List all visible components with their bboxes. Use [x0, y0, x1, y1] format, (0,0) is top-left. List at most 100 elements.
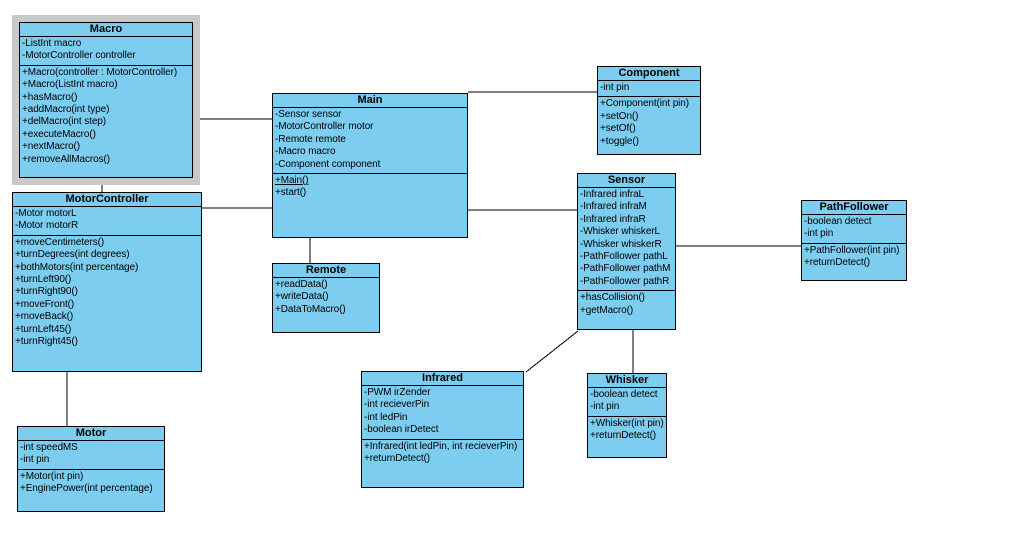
method-line: +EnginePower(int percentage): [20, 483, 153, 495]
method-line: +DataToMacro(): [275, 303, 346, 315]
attribute-line: -boolean irDetect: [364, 424, 439, 436]
method-line: +moveBack(): [15, 311, 74, 323]
class-whisker[interactable]: Whisker -boolean detect -int pin +Whiske…: [587, 373, 667, 458]
method-line: +returnDetect(): [804, 257, 871, 269]
method-line: +addMacro(int type): [22, 104, 110, 116]
class-motorcontroller[interactable]: MotorController -Motor motorL -Motor mot…: [12, 192, 202, 372]
method-line: +Whisker(int pin): [590, 417, 664, 429]
attributes-compartment: -int speedMS -int pin: [18, 441, 164, 470]
attribute-line: -MotorController motor: [275, 121, 374, 133]
method-line: +Macro(controller : MotorController): [22, 66, 178, 78]
attributes-compartment: -Infrared infraL -Infrared infraM -Infra…: [578, 188, 675, 292]
method-line: +hasMacro(): [22, 91, 78, 103]
attribute-line: -int pin: [590, 401, 620, 413]
attributes-compartment: -boolean detect -int pin: [588, 388, 666, 417]
class-remote[interactable]: Remote +readData() +writeData() +DataToM…: [272, 263, 380, 333]
class-motor[interactable]: Motor -int speedMS -int pin +Motor(int p…: [17, 426, 165, 512]
method-line: +returnDetect(): [590, 430, 657, 442]
class-component[interactable]: Component -int pin +Component(int pin) +…: [597, 66, 701, 155]
attribute-line: -Remote remote: [275, 133, 346, 145]
methods-compartment: +Component(int pin) +setOn() +setOf() +t…: [598, 97, 700, 154]
class-title: Whisker: [588, 374, 666, 388]
attribute-line: -int pin: [20, 454, 50, 466]
class-main[interactable]: Main -Sensor sensor -MotorController mot…: [272, 93, 468, 238]
method-line: +setOf(): [600, 123, 636, 135]
method-line: +PathFollower(int pin): [804, 244, 900, 256]
method-line: +bothMotors(int percentage): [15, 261, 139, 273]
attribute-line: -boolean detect: [804, 216, 872, 227]
attributes-compartment: -Motor motorL -Motor motorR: [13, 207, 201, 236]
class-title: Main: [273, 94, 467, 108]
class-title: Infrared: [362, 372, 523, 386]
attribute-line: -Motor motorL: [15, 208, 77, 219]
class-pathfollower[interactable]: PathFollower -boolean detect -int pin +P…: [801, 200, 907, 281]
attribute-line: -Infrared infraM: [580, 201, 647, 213]
method-line: +turnDegrees(int degrees): [15, 249, 130, 261]
methods-compartment: +readData() +writeData() +DataToMacro(): [273, 278, 379, 332]
methods-compartment: +hasCollision() +getMacro(): [578, 291, 675, 329]
methods-compartment: +Whisker(int pin) +returnDetect(): [588, 417, 666, 457]
class-title: MotorController: [13, 193, 201, 207]
attributes-compartment: -PWM irZender -int recieverPin -int ledP…: [362, 386, 523, 440]
method-line: +turnRight90(): [15, 286, 78, 298]
method-line: +moveCentimeters(): [15, 236, 105, 248]
methods-compartment: +Main() +start(): [273, 174, 467, 237]
attribute-line: -Sensor sensor: [275, 109, 342, 120]
methods-compartment: +PathFollower(int pin) +returnDetect(): [802, 244, 906, 280]
method-line: +delMacro(int step): [22, 116, 106, 128]
methods-compartment: +Infrared(int ledPin, int recieverPin) +…: [362, 440, 523, 487]
attribute-line: -Infrared infraL: [580, 189, 644, 200]
attribute-line: -Infrared infraR: [580, 213, 646, 225]
attribute-line: -Motor motorR: [15, 220, 79, 232]
method-line: +returnDetect(): [364, 453, 431, 465]
class-title: Motor: [18, 427, 164, 441]
attribute-line: -MotorController controller: [22, 50, 136, 62]
attribute-line: -PathFollower pathR: [580, 275, 670, 287]
attribute-line: -int pin: [600, 82, 630, 93]
attribute-line: -Component component: [275, 158, 381, 170]
attribute-line: -Whisker whiskerL: [580, 226, 660, 238]
class-sensor[interactable]: Sensor -Infrared infraL -Infrared infraM…: [577, 173, 676, 330]
attribute-line: -Whisker whiskerR: [580, 238, 662, 250]
selection-frame: Macro -ListInt macro -MotorController co…: [12, 15, 200, 185]
attribute-line: -Macro macro: [275, 146, 336, 158]
attribute-line: -boolean detect: [590, 389, 658, 400]
method-line: +turnRight45(): [15, 336, 78, 348]
methods-compartment: +moveCentimeters() +turnDegrees(int degr…: [13, 236, 201, 371]
attribute-line: -int recieverPin: [364, 399, 430, 411]
method-line: +executeMacro(): [22, 128, 96, 140]
attributes-compartment: -ListInt macro -MotorController controll…: [20, 37, 192, 66]
method-line: +Macro(ListInt macro): [22, 79, 118, 91]
method-line: +writeData(): [275, 291, 329, 303]
method-line: +Component(int pin): [600, 98, 689, 110]
method-line: +nextMacro(): [22, 141, 80, 153]
method-line-static: +Main(): [275, 175, 309, 187]
method-line: +turnLeft90(): [15, 274, 72, 286]
attribute-line: -int pin: [804, 228, 834, 240]
attributes-compartment: -Sensor sensor -MotorController motor -R…: [273, 108, 467, 175]
class-title: Component: [598, 67, 700, 81]
method-line: +setOn(): [600, 110, 639, 122]
class-title: PathFollower: [802, 201, 906, 215]
method-line: +toggle(): [600, 135, 639, 147]
attribute-line: -PathFollower pathM: [580, 263, 671, 275]
class-macro[interactable]: Macro -ListInt macro -MotorController co…: [19, 22, 193, 178]
method-line: +turnLeft45(): [15, 323, 72, 335]
method-line: +start(): [275, 187, 307, 199]
class-infrared[interactable]: Infrared -PWM irZender -int recieverPin …: [361, 371, 524, 488]
connector-sensor-infrared[interactable]: [525, 330, 579, 373]
method-line: +Infrared(int ledPin, int recieverPin): [364, 440, 518, 452]
method-line: +Motor(int pin): [20, 470, 84, 482]
attributes-compartment: -int pin: [598, 81, 700, 98]
method-line: +getMacro(): [580, 304, 634, 316]
methods-compartment: +Motor(int pin) +EnginePower(int percent…: [18, 470, 164, 511]
attributes-compartment: -boolean detect -int pin: [802, 215, 906, 244]
method-line: +removeAllMacros(): [22, 153, 110, 165]
method-line: +hasCollision(): [580, 292, 645, 304]
class-title: Macro: [20, 23, 192, 37]
method-line: +readData(): [275, 279, 328, 290]
class-title: Remote: [273, 264, 379, 278]
attribute-line: -PWM irZender: [364, 387, 431, 398]
